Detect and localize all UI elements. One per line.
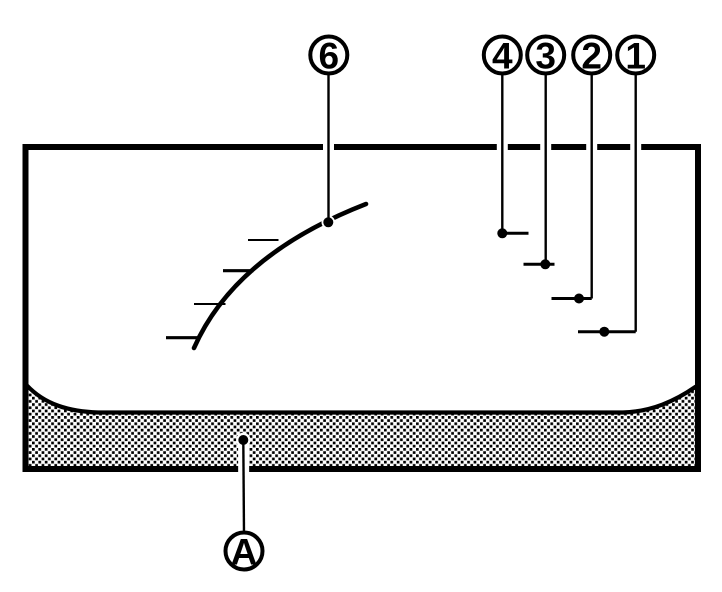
callout-badge-2-label: 2: [581, 36, 602, 77]
callout-badge-4-circle: [481, 34, 523, 76]
hatched-band: [26, 385, 696, 467]
callout-badge-a-label: A: [231, 532, 258, 573]
callout-badge-6-label: 6: [319, 36, 340, 77]
curved-scale-arc: [191, 201, 369, 351]
callout-badge-6: 6: [308, 34, 350, 77]
callout-badge-4-label: 4: [492, 36, 513, 77]
callout-badge-3-label: 3: [535, 36, 556, 77]
leader-dot-1: [599, 326, 610, 337]
leader-line-a: [242, 439, 246, 535]
leader-dot-3: [540, 259, 551, 270]
callout-badge-1-label: 1: [625, 36, 646, 77]
leader-dot-2: [574, 293, 584, 304]
callout-badge-3: 3: [525, 34, 567, 77]
callout-badge-3-circle: [525, 34, 567, 76]
callout-badge-4: 4: [481, 34, 523, 77]
leader-dot-4: [497, 228, 508, 239]
leader-dot-a: [238, 435, 249, 445]
callout-badge-1: 1: [615, 34, 657, 77]
callout-badge-6-circle: [308, 34, 350, 76]
leader-dot-6: [323, 217, 334, 228]
leader-dots: [238, 217, 610, 445]
callout-badge-2: 2: [571, 34, 613, 77]
callout-badge-1-circle: [615, 34, 657, 76]
callout-badge-a-circle: [223, 530, 265, 572]
leader-lines: [242, 75, 637, 535]
callout-badge-a: A: [223, 530, 265, 573]
panel-outline: [22, 144, 701, 472]
callout-badge-2-circle: [571, 34, 613, 76]
hatched-band-surface-line: [24, 383, 698, 415]
